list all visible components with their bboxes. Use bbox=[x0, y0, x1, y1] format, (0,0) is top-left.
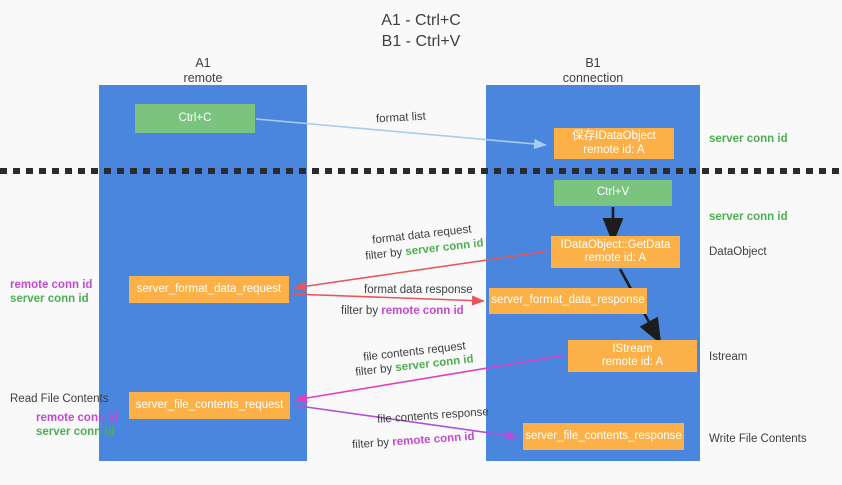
filter-prefix: filter by bbox=[341, 305, 382, 317]
edge-label-file-contents-response-filter: filter by remote conn id bbox=[352, 430, 475, 453]
node-ctrl-v[interactable]: Ctrl+V bbox=[554, 180, 672, 206]
column-header-b1: B1 connection bbox=[562, 56, 624, 85]
edge-label-format-list: format list bbox=[375, 110, 427, 126]
filter-prefix: filter by bbox=[364, 246, 407, 263]
annotation-remote-conn-id: remote conn id bbox=[10, 279, 93, 291]
annotation-conn-id-pair-bottom: remote conn id server conn id bbox=[36, 411, 121, 439]
node-server-format-data-request[interactable]: server_format_data_request bbox=[129, 276, 289, 303]
annotation-read-file-contents: Read File Contents bbox=[10, 393, 109, 405]
filter-value-remote-conn-id: remote conn id bbox=[391, 430, 475, 449]
edge-label-format-data-response-filter: filter by remote conn id bbox=[341, 304, 464, 318]
annotation-conn-id-pair-top: remote conn id server conn id bbox=[10, 278, 95, 306]
filter-value-remote-conn-id: remote conn id bbox=[381, 305, 464, 317]
node-idataobject-getdata[interactable]: IDataObject::GetData remote id: A bbox=[551, 236, 680, 268]
node-ctrl-c[interactable]: Ctrl+C bbox=[135, 104, 255, 133]
node-istream[interactable]: IStream remote id: A bbox=[568, 340, 697, 372]
diagram-title: A1 - Ctrl+C B1 - Ctrl+V bbox=[381, 12, 461, 50]
annotation-dataobject: DataObject bbox=[709, 246, 767, 258]
node-clipboard-idataobject[interactable]: 保存IDataObject remote id: A bbox=[554, 128, 674, 159]
annotation-server-conn-id-top: server conn id bbox=[709, 133, 788, 145]
filter-prefix: filter by bbox=[354, 362, 397, 379]
filter-prefix: filter by bbox=[351, 436, 393, 452]
node-server-format-data-response[interactable]: server_format_data_response bbox=[489, 288, 647, 314]
annotation-server-conn-id: server conn id bbox=[10, 293, 89, 305]
edge-label-file-contents-response: file contents response bbox=[376, 406, 490, 426]
annotation-server-conn-id-mid: server conn id bbox=[709, 211, 788, 223]
annotation-istream: Istream bbox=[709, 351, 748, 363]
edge-label-format-data-response: format data response bbox=[364, 284, 473, 296]
annotation-server-conn-id: server conn id bbox=[36, 426, 115, 438]
annotation-write-file-contents: Write File Contents bbox=[709, 433, 807, 445]
phase-divider bbox=[0, 168, 842, 174]
annotation-remote-conn-id: remote conn id bbox=[36, 412, 119, 424]
node-server-file-contents-request[interactable]: server_file_contents_request bbox=[129, 392, 290, 419]
node-server-file-contents-response[interactable]: server_file_contents_response bbox=[523, 423, 684, 450]
column-header-a1: A1 remote bbox=[183, 56, 223, 85]
